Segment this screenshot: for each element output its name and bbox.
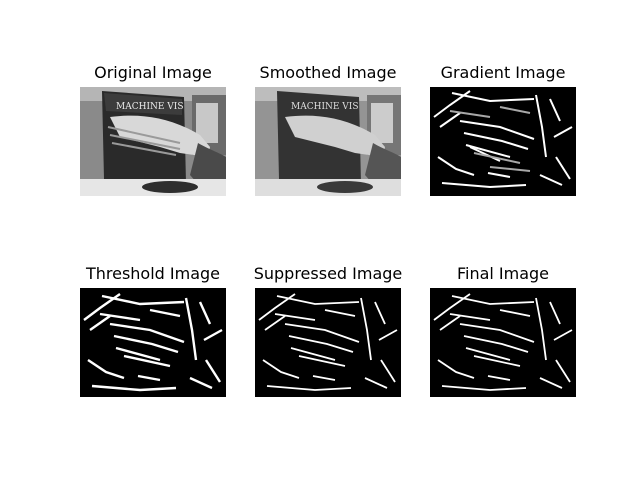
panel-title: Smoothed Image bbox=[259, 63, 397, 82]
smoothed-image: MACHINE VIS bbox=[255, 87, 401, 196]
panel-title: Threshold Image bbox=[85, 264, 221, 283]
panel-title: Gradient Image bbox=[440, 63, 566, 82]
final-image bbox=[430, 288, 576, 397]
panel-title: Suppressed Image bbox=[253, 264, 403, 283]
original-image: MACHINE VIS bbox=[80, 87, 226, 196]
panel-title: Original Image bbox=[94, 63, 212, 82]
gradient-image bbox=[430, 87, 576, 196]
book-title-text: MACHINE VIS bbox=[291, 102, 359, 112]
suppressed-image bbox=[255, 288, 401, 397]
book-title-text: MACHINE VIS bbox=[116, 102, 184, 112]
panel-title: Final Image bbox=[456, 264, 550, 283]
threshold-image bbox=[80, 288, 226, 397]
